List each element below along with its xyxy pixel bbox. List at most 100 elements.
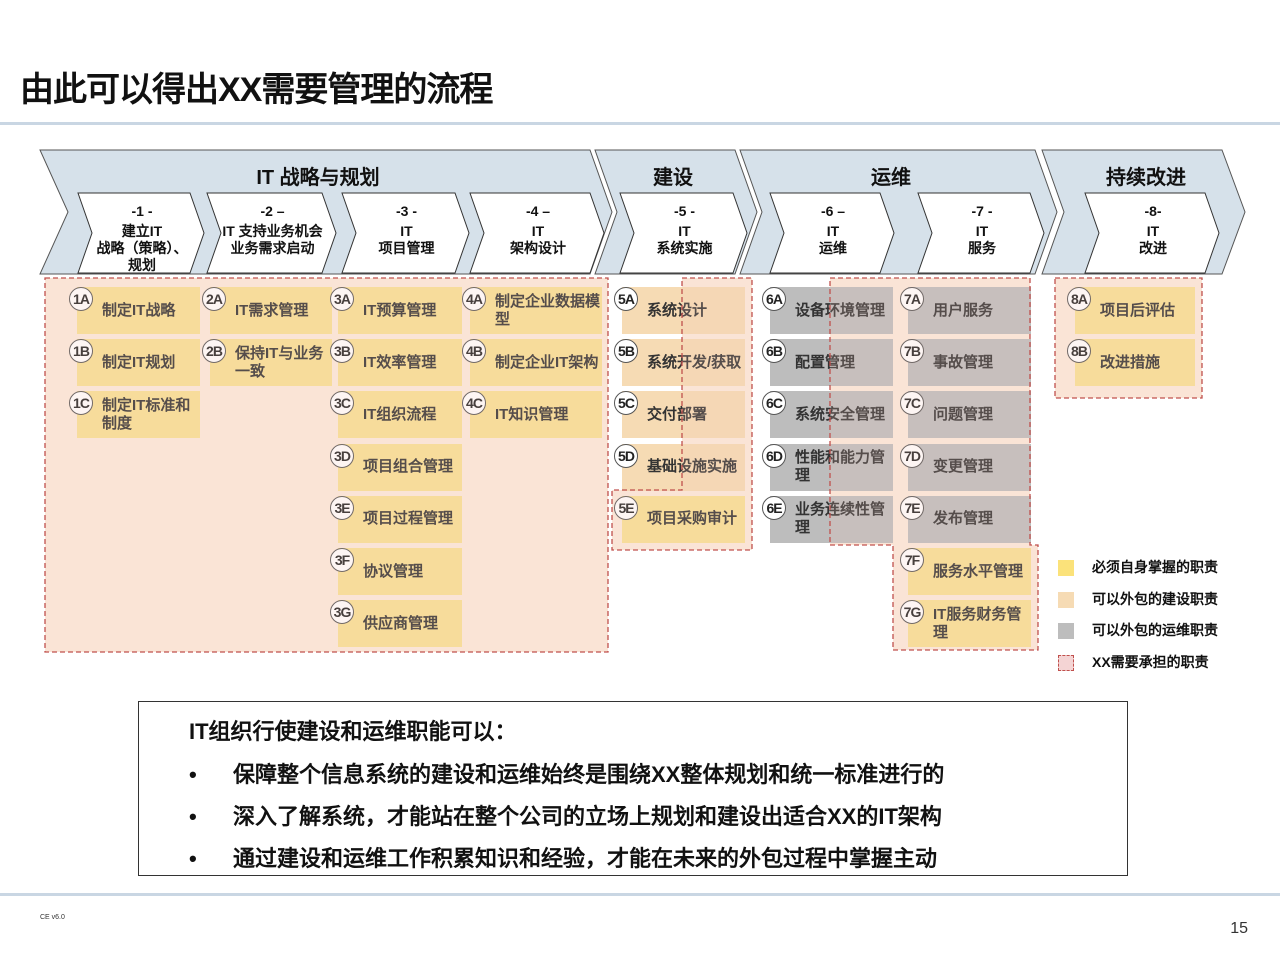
item-label: 用户服务 (933, 301, 994, 319)
item-code-badge: 2B (202, 339, 226, 364)
legend-swatch (1058, 560, 1074, 577)
step-number: -3 - (396, 203, 417, 219)
item-label: IT知识管理 (495, 405, 569, 423)
step-title-line: 项目管理 (378, 240, 435, 256)
legend-label: 可以外包的建设职责 (1092, 590, 1218, 607)
item-label: 性能和能力管理 (795, 449, 886, 485)
item-label: 服务水平管理 (933, 562, 1024, 580)
item-label: 制定IT标准和制度 (102, 396, 191, 432)
item-code-badge: 6A (762, 287, 786, 311)
step-title-line: IT (531, 223, 545, 239)
item-code-badge: 6E (762, 495, 786, 520)
legend-label: 可以外包的运维职责 (1092, 622, 1218, 638)
step-number: -6 – (820, 203, 846, 219)
legend-swatch (1058, 623, 1074, 640)
item-code-badge: 6B (762, 339, 786, 364)
legend-swatch (1058, 591, 1074, 608)
step-chevron (77, 192, 205, 274)
step-title-line: 建立IT (121, 223, 163, 239)
item-code-badge: 3G (330, 600, 354, 625)
item-code-badge: 8B (1067, 339, 1091, 364)
item-label: IT效率管理 (363, 353, 437, 371)
step-chevron (769, 192, 895, 274)
item-code-badge: 4C (462, 391, 486, 416)
item-label: 改进措施 (1100, 353, 1161, 371)
bullet-text: 深入了解系统，才能站在整个公司的立场上规划和建设出适合XX的IT架构 (233, 804, 942, 829)
step-number: -1 - (131, 203, 153, 219)
process-item-7d: 7D 变更管理 (900, 443, 1031, 491)
item-label: IT需求管理 (235, 301, 309, 319)
summary-heading: IT组织行使建设和运维职能可以： (189, 719, 517, 744)
item-code-badge: 7B (900, 339, 924, 364)
item-code-badge: 7F (900, 548, 924, 572)
step-number: -5 - (674, 203, 695, 219)
process-item-8b: 8B 改进措施 (1067, 339, 1195, 387)
phase-label: 持续改进 (1106, 167, 1186, 189)
item-label: IT服务财务管理 (933, 605, 1022, 641)
item-label: 供应商管理 (363, 614, 439, 632)
item-label: IT组织流程 (363, 405, 437, 423)
legend-item: 可以外包的运维职责 (1058, 620, 1218, 640)
process-item-4c: 4C IT知识管理 (462, 391, 602, 439)
process-item-3a: 3A IT预算管理 (330, 287, 462, 334)
item-code-badge: 1B (69, 339, 93, 364)
bottom-divider (0, 893, 1280, 896)
item-code-badge: 3F (330, 548, 354, 572)
item-label: 设备环境管理 (795, 301, 886, 319)
item-code-badge: 5E (614, 495, 638, 520)
step-number: -8- (1144, 203, 1162, 219)
item-label: 项目后评估 (1100, 301, 1176, 319)
item-code-badge: 8A (1067, 287, 1091, 311)
item-code-badge: 7D (900, 443, 924, 468)
item-label: 变更管理 (933, 458, 994, 476)
item-code-badge: 4A (462, 287, 486, 311)
item-label: 保持IT与业务一致 (235, 344, 324, 380)
step-title-line: 系统实施 (656, 240, 713, 256)
item-code-badge: 3C (330, 391, 354, 416)
step-label: -2 –IT 支持业务机会业务需求启动 (215, 203, 330, 257)
item-code-badge: 3D (330, 443, 354, 468)
item-code-badge: 6C (762, 391, 786, 416)
footer-version: CE v6.0 (40, 914, 65, 921)
phase-label: IT 战略与规划 (256, 167, 380, 189)
step-title-line: 改进 (1139, 240, 1167, 256)
summary-bullet: •通过建设和运维工作积累知识和经验，才能在未来的外包过程中掌握主动 (189, 846, 938, 871)
item-code-badge: 5C (614, 391, 638, 416)
legend-item: XX需要承担的职责 (1058, 652, 1209, 672)
item-code-badge: 5B (614, 339, 638, 364)
item-label: 系统安全管理 (795, 405, 886, 423)
legend-label: XX需要承担的职责 (1092, 653, 1209, 670)
bullet-text: 通过建设和运维工作积累知识和经验，才能在未来的外包过程中掌握主动 (233, 846, 938, 871)
top-divider (0, 122, 1280, 125)
step-chevron (619, 192, 748, 274)
item-label: IT预算管理 (363, 301, 437, 319)
item-code-badge: 3E (330, 495, 354, 520)
step-title-line: 服务 (968, 240, 996, 256)
item-code-badge: 3A (330, 287, 354, 311)
item-code-badge: 5D (614, 443, 638, 468)
process-item-7f: 7F 服务水平管理 (900, 548, 1031, 595)
item-label: 系统设计 (647, 301, 708, 319)
process-item-3c: 3C IT组织流程 (330, 391, 462, 439)
item-label: 制定IT规划 (102, 353, 176, 371)
step-title-line: 规划 (128, 257, 156, 273)
item-code-badge: 3B (330, 339, 354, 364)
